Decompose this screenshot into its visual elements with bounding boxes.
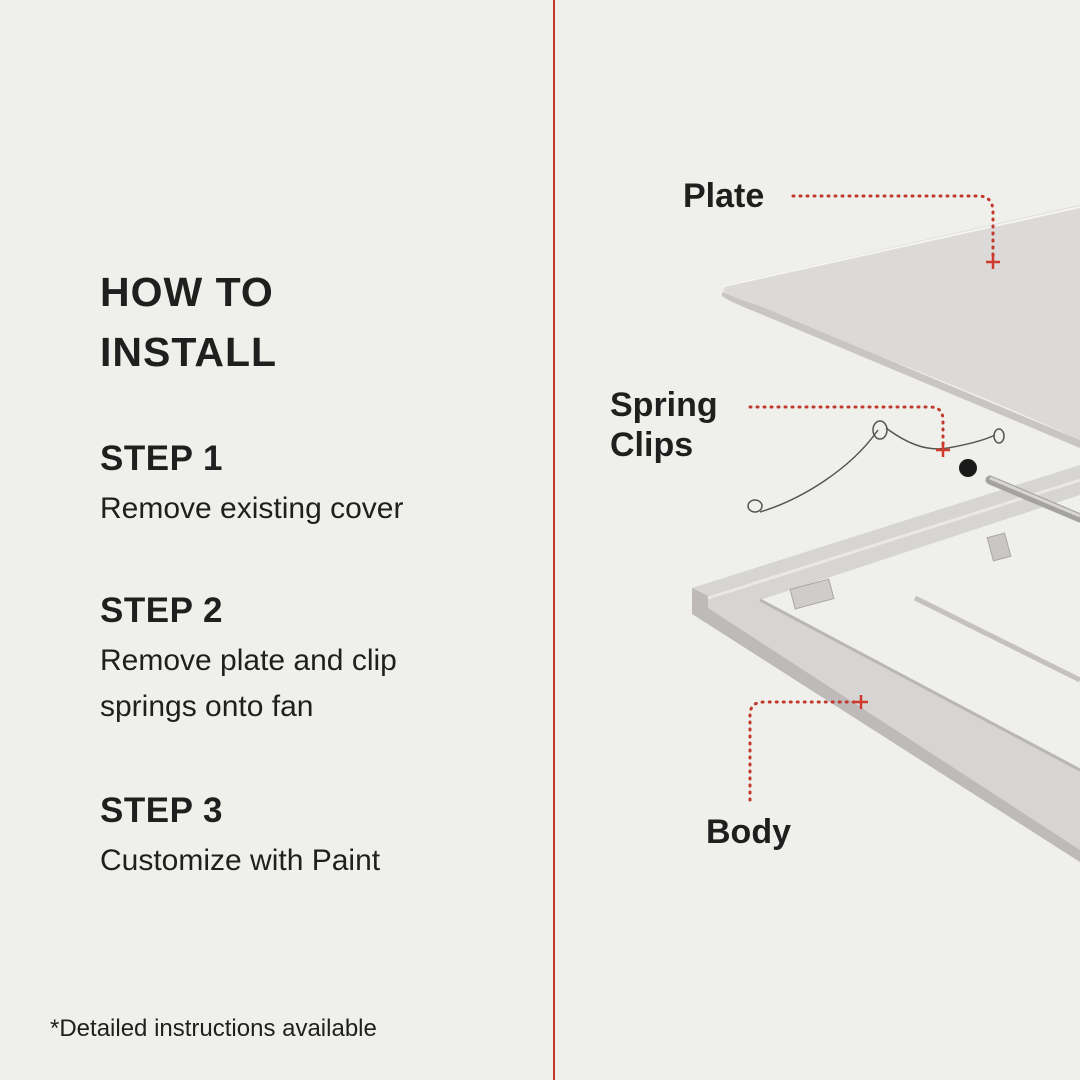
step-1: STEP 1 Remove existing cover [100,438,540,532]
body-label: Body [706,813,791,851]
step-1-title: STEP 1 [100,439,223,478]
divider-line [553,0,555,1080]
footnote: *Detailed instructions available [50,1015,377,1042]
step-2-text-line-1: Remove plate and clip [100,644,397,677]
plate-marker [986,255,1000,269]
step-1-text: Remove existing cover [100,492,404,525]
spring-clip-part [747,420,1005,513]
title-line-2: INSTALL [100,329,278,375]
plate-part [722,205,1080,448]
step-2-text: Remove plate and clip springs onto fan [100,638,540,730]
page-title: HOW TO INSTALL [100,262,277,382]
callout-markers [854,255,1000,709]
step-2-text-line-2: springs onto fan [100,690,314,723]
exploded-view-illustration [692,194,1080,862]
spring-clips-label-line-2: Clips [610,426,694,464]
spring-marker [936,443,950,457]
spring-clips-label-line-1: Spring [610,386,718,424]
step-3: STEP 3 Customize with Paint [100,790,540,884]
step-2: STEP 2 Remove plate and clip springs onto… [100,590,540,730]
body-part [692,465,1080,862]
callout-lines [748,194,995,802]
body-marker [854,695,868,709]
rod-part [959,459,1080,523]
spring-clips-label: Spring Clips [610,385,718,465]
title-line-1: HOW TO [100,269,274,315]
step-2-title: STEP 2 [100,591,223,630]
step-3-text: Customize with Paint [100,844,381,877]
step-3-title: STEP 3 [100,791,223,830]
plate-label: Plate [683,177,765,215]
